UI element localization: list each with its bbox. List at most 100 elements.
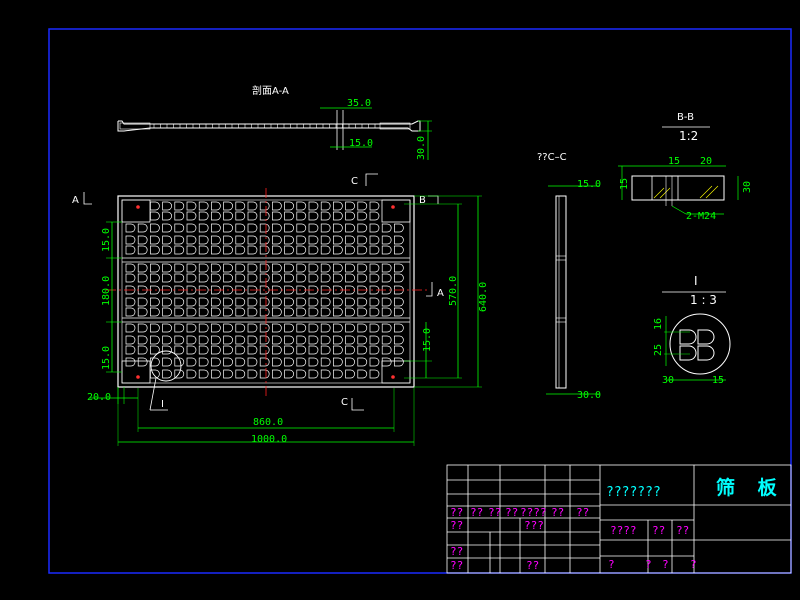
dim-right-570: 570.0 — [448, 276, 459, 306]
perforation-slot — [284, 345, 294, 355]
section-aa-view: 剖面A-A 35.0 15.0 30.0 — [117, 84, 432, 160]
perforation-slot — [345, 235, 355, 245]
perforation-slot — [697, 329, 715, 345]
detail-i-view: I 1 : 3 16 25 30 15 — [653, 274, 731, 386]
perforation-slot — [125, 235, 136, 245]
perforation-slot — [162, 285, 172, 295]
perforation-slot — [320, 357, 331, 367]
perforation-slot — [357, 345, 368, 355]
perforation-slot — [320, 307, 331, 317]
perforation-slot — [284, 323, 294, 333]
tb-r2-right-2: ?? — [676, 524, 689, 537]
perforation-slot — [235, 235, 246, 245]
perforation-slot — [150, 285, 160, 295]
perforation-slot — [284, 369, 294, 379]
perforation-slot — [125, 323, 136, 333]
perforation-slot — [394, 345, 404, 355]
perforation-slot — [308, 307, 319, 317]
perforation-slot — [247, 335, 258, 345]
perforation-slot — [697, 345, 715, 361]
perforation-slot — [235, 285, 246, 295]
perforation-slot — [174, 323, 185, 333]
perforation-slot — [235, 201, 246, 211]
perforation-slot — [223, 307, 233, 317]
perforation-slot — [679, 329, 697, 345]
perforation-slot — [235, 307, 246, 317]
perforation-slot — [186, 223, 197, 233]
perforation-slot — [198, 369, 209, 379]
perforation-slot — [125, 297, 136, 307]
perforation-slot — [211, 345, 221, 355]
perforation-slot — [211, 357, 221, 367]
perforation-slot — [345, 245, 355, 255]
perforation-slot — [381, 263, 392, 273]
perforation-slot — [150, 245, 160, 255]
perforation-slot — [333, 263, 343, 273]
perforation-slot — [259, 297, 270, 307]
perforation-slot — [394, 335, 404, 345]
perforation-slot — [162, 369, 172, 379]
perforation-slot — [198, 263, 209, 273]
perforation-slot — [162, 357, 172, 367]
plan-view: I A A B C C 15.0 180.0 15.0 20.0 15.0 — [72, 173, 489, 446]
perforation-slot — [162, 297, 172, 307]
perforation-slot — [308, 335, 319, 345]
perforation-slot — [150, 235, 160, 245]
detail-i-scale: 1 : 3 — [690, 293, 717, 307]
perforation-slot — [198, 211, 209, 221]
tb-r3-left: ?? — [450, 545, 463, 558]
perforation-slot — [345, 307, 355, 317]
perforation-slot — [198, 285, 209, 295]
perforation-slot — [198, 345, 209, 355]
perforation-slot — [679, 345, 697, 361]
tb-r4-right-0: ? — [608, 558, 615, 571]
perforation-slot — [211, 285, 221, 295]
perforation-slot — [381, 323, 392, 333]
perforation-slot — [211, 235, 221, 245]
tb-r1-0: ?? — [450, 506, 463, 519]
perforation-slot — [150, 201, 160, 211]
perforation-slot — [308, 369, 319, 379]
perforation-slot — [247, 285, 258, 295]
perforation-slot — [394, 223, 404, 233]
perforation-slot — [308, 345, 319, 355]
tb-r1-1: ?? — [470, 506, 483, 519]
perforation-slot — [381, 307, 392, 317]
perforation-slot — [235, 223, 246, 233]
perforation-slot — [296, 297, 307, 307]
perforation-slot — [259, 273, 270, 283]
dim-det-25: 25 — [653, 344, 664, 356]
perforation-slot — [345, 297, 355, 307]
perforation-grid — [125, 201, 404, 379]
perforation-slot — [137, 307, 148, 317]
perforation-slot — [223, 297, 233, 307]
tb-r1-6: ?? — [576, 506, 589, 519]
dim-bb-15-left: 15 — [619, 178, 630, 190]
perforation-slot — [296, 307, 307, 317]
perforation-slot — [125, 273, 136, 283]
perforation-slot — [272, 263, 282, 273]
perforation-slot — [345, 273, 355, 283]
perforation-slot — [259, 201, 270, 211]
perforation-slot — [333, 307, 343, 317]
perforation-slot — [235, 297, 246, 307]
perforation-slot — [272, 211, 282, 221]
marker-a-left: A — [72, 195, 79, 206]
perforation-slot — [345, 357, 355, 367]
perforation-slot — [162, 211, 172, 221]
perforation-slot — [235, 323, 246, 333]
perforation-slot — [137, 263, 148, 273]
perforation-slot — [125, 245, 136, 255]
perforation-slot — [223, 323, 233, 333]
perforation-slot — [357, 285, 368, 295]
perforation-slot — [259, 307, 270, 317]
perforation-slot — [247, 263, 258, 273]
perforation-slot — [198, 223, 209, 233]
perforation-slot — [174, 211, 185, 221]
perforation-slot — [259, 335, 270, 345]
perforation-slot — [247, 345, 258, 355]
detail-i-label: I — [694, 274, 698, 288]
perforation-slot — [198, 235, 209, 245]
perforation-slot — [137, 323, 148, 333]
